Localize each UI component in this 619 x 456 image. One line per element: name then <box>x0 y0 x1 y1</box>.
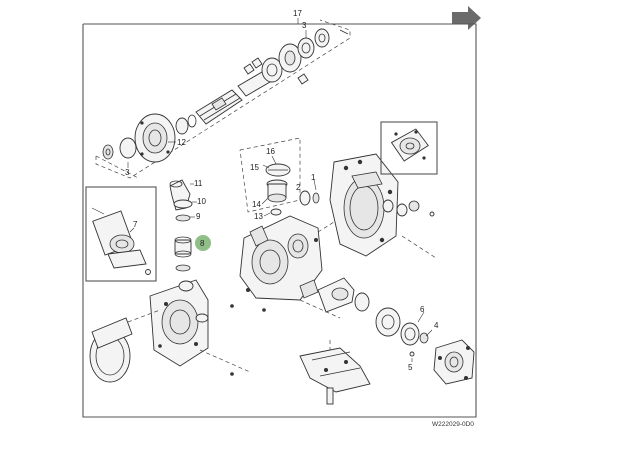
svg-text:4: 4 <box>434 321 439 330</box>
o-ring-9 <box>175 214 191 222</box>
svg-text:2: 2 <box>296 183 301 192</box>
svg-text:9: 9 <box>196 212 201 221</box>
arrow-icon[interactable] <box>452 6 481 30</box>
svg-text:15: 15 <box>250 163 259 172</box>
svg-text:7: 7 <box>133 220 138 229</box>
lower-left-housing <box>89 279 266 383</box>
inset-right <box>380 121 438 175</box>
right-housing <box>329 153 437 259</box>
valve-body <box>174 239 192 255</box>
svg-text:6: 6 <box>420 305 425 314</box>
bracket <box>299 347 371 393</box>
right-lower-parts: 6 4 5 <box>317 277 475 385</box>
svg-text:12: 12 <box>177 138 186 147</box>
seal-ring <box>102 144 114 160</box>
shaft-callouts: 3 12 3 <box>125 21 307 177</box>
svg-text:16: 16 <box>266 147 275 156</box>
shaft-assembly <box>102 28 349 163</box>
svg-text:5: 5 <box>408 363 413 372</box>
callout-17: 17 <box>293 9 302 18</box>
check-valve-group: 15 16 14 13 2 1 <box>239 137 320 221</box>
svg-text:13: 13 <box>254 212 263 221</box>
svg-text:3: 3 <box>302 21 307 30</box>
diaphragm <box>400 322 420 346</box>
image-code: W222029-0D0 <box>432 421 474 428</box>
bearing <box>261 57 283 83</box>
svg-text:1: 1 <box>311 173 316 182</box>
svg-text:14: 14 <box>252 200 261 209</box>
bearing-ring <box>175 117 189 135</box>
callout-8[interactable]: 8 <box>200 239 205 248</box>
inset-part-7: 7 <box>85 186 157 282</box>
valve-stack: 11 10 9 8 <box>169 179 211 272</box>
assembly-outline <box>95 19 351 179</box>
mounting-bracket <box>299 340 371 405</box>
retaining-ring <box>119 137 137 159</box>
svg-text:3: 3 <box>125 168 130 177</box>
diagram-frame: 17 <box>82 9 477 418</box>
svg-text:11: 11 <box>194 179 203 188</box>
nut <box>173 199 193 209</box>
highlight-marker[interactable] <box>195 235 211 251</box>
diaphragm-ring <box>375 307 401 337</box>
end-seal <box>314 28 330 48</box>
svg-text:10: 10 <box>197 197 206 206</box>
pump-body <box>239 211 351 319</box>
